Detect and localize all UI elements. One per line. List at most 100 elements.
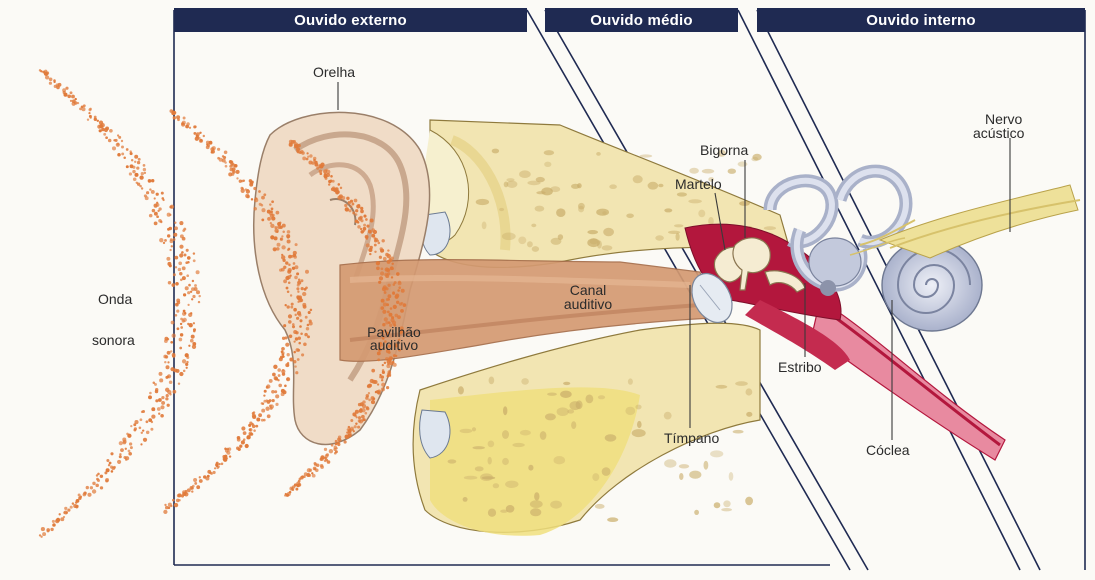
bone-spot bbox=[746, 412, 752, 417]
sound-wave-dot bbox=[293, 340, 295, 342]
sound-wave-dot bbox=[97, 120, 99, 122]
bone-spot bbox=[596, 209, 609, 216]
sound-wave-dot bbox=[287, 353, 290, 356]
sound-wave-dot bbox=[177, 327, 180, 330]
bone-spot bbox=[637, 421, 642, 428]
sound-wave-dot bbox=[315, 163, 318, 166]
sound-wave-dot bbox=[358, 416, 361, 419]
sound-wave-dot bbox=[75, 501, 77, 503]
sound-wave-dot bbox=[263, 394, 265, 396]
sound-wave-dot bbox=[47, 530, 50, 533]
sound-wave-dot bbox=[391, 267, 394, 270]
sound-wave-dot bbox=[198, 295, 200, 297]
sound-wave-dot bbox=[350, 205, 353, 208]
sound-wave-dot bbox=[368, 248, 372, 252]
sound-wave-dot bbox=[366, 406, 369, 409]
sound-wave-dot bbox=[105, 136, 108, 139]
sound-wave-dot bbox=[308, 311, 311, 314]
sound-wave-dot bbox=[184, 312, 186, 314]
sound-wave-dot bbox=[302, 156, 306, 160]
sound-wave-dot bbox=[353, 430, 355, 432]
sound-wave-dot bbox=[40, 70, 42, 72]
sound-wave-dot bbox=[326, 453, 329, 456]
sound-wave-dot bbox=[166, 257, 170, 261]
sound-wave-dot bbox=[283, 279, 287, 283]
sound-wave-dot bbox=[387, 294, 391, 298]
sound-wave-dot bbox=[179, 338, 183, 342]
sound-wave-dot bbox=[295, 488, 298, 491]
sound-wave-dot bbox=[284, 384, 287, 387]
sound-wave-dot bbox=[266, 399, 269, 402]
sound-wave-dot bbox=[385, 274, 389, 278]
sound-wave-dot bbox=[314, 468, 317, 471]
sound-wave-dot bbox=[149, 392, 152, 395]
sound-wave-dot bbox=[70, 91, 73, 94]
sound-wave-dot bbox=[191, 487, 194, 490]
sound-wave-dot bbox=[168, 503, 172, 507]
sound-wave-dot bbox=[159, 378, 163, 382]
sound-wave-dot bbox=[270, 407, 273, 410]
sound-wave-dot bbox=[163, 242, 165, 244]
sound-wave-dot bbox=[289, 275, 291, 277]
sound-wave-dot bbox=[109, 129, 113, 133]
sound-wave-dot bbox=[355, 423, 357, 425]
bone-spot bbox=[602, 211, 606, 214]
sound-wave-dot bbox=[127, 434, 131, 438]
sound-wave-dot bbox=[336, 192, 338, 194]
bone-spot bbox=[714, 502, 721, 508]
sound-wave-dot bbox=[151, 179, 154, 182]
sound-wave-dot bbox=[193, 478, 197, 482]
bone-spot bbox=[503, 406, 507, 415]
sound-wave-dot bbox=[377, 242, 380, 245]
bone-spot bbox=[557, 407, 569, 416]
sound-wave-dot bbox=[174, 256, 178, 260]
sound-wave-dot bbox=[225, 449, 229, 453]
label-timpano: Tímpano bbox=[664, 431, 719, 446]
sound-wave-dot bbox=[151, 414, 155, 418]
sound-wave-dot bbox=[261, 218, 264, 221]
sound-wave-dot bbox=[295, 371, 298, 374]
sound-wave-dot bbox=[392, 292, 395, 295]
sound-wave-dot bbox=[382, 310, 386, 314]
sound-wave-dot bbox=[83, 104, 86, 107]
sound-wave-dot bbox=[331, 444, 334, 447]
label-coclea: Cóclea bbox=[866, 443, 910, 458]
sound-wave-dot bbox=[176, 115, 180, 119]
sound-wave-dot bbox=[163, 510, 167, 514]
sound-wave-dot bbox=[366, 243, 370, 247]
bone-spot bbox=[679, 464, 689, 468]
sound-wave-dot bbox=[236, 177, 238, 179]
sound-wave-dot bbox=[185, 286, 189, 290]
sound-wave-dot bbox=[282, 337, 285, 340]
sound-wave-dot bbox=[123, 456, 126, 459]
sound-wave-dot bbox=[218, 463, 220, 465]
sound-wave-dot bbox=[285, 276, 289, 280]
sound-wave-dot bbox=[289, 335, 293, 339]
bone-spot bbox=[473, 446, 485, 449]
sound-wave-dot bbox=[154, 222, 158, 226]
bone-spot bbox=[664, 412, 672, 420]
sound-wave-dot bbox=[155, 399, 158, 402]
sound-wave-dot bbox=[134, 161, 136, 163]
sound-wave-dot bbox=[125, 448, 127, 450]
sound-wave-dot bbox=[297, 291, 299, 293]
sound-wave-dot bbox=[316, 167, 319, 170]
sound-wave-dot bbox=[174, 226, 178, 230]
sound-wave-dot bbox=[267, 217, 271, 221]
sound-wave-dot bbox=[67, 509, 70, 512]
bone-spot bbox=[628, 378, 633, 384]
sound-wave-dot bbox=[218, 466, 220, 468]
sound-wave-dot bbox=[313, 157, 316, 160]
sound-wave-dot bbox=[44, 72, 48, 76]
sound-wave-dot bbox=[365, 396, 369, 400]
bone-spot bbox=[502, 458, 509, 465]
sound-wave-dot bbox=[371, 400, 375, 404]
sound-wave-dot bbox=[285, 261, 288, 264]
sound-wave-dot bbox=[363, 215, 366, 218]
sound-wave-dot bbox=[381, 267, 384, 270]
sound-wave-dot bbox=[319, 169, 323, 173]
bone-spot bbox=[532, 246, 539, 252]
sound-wave-dot bbox=[152, 209, 155, 212]
sound-wave-dot bbox=[382, 364, 384, 366]
bone-spot bbox=[723, 500, 730, 507]
